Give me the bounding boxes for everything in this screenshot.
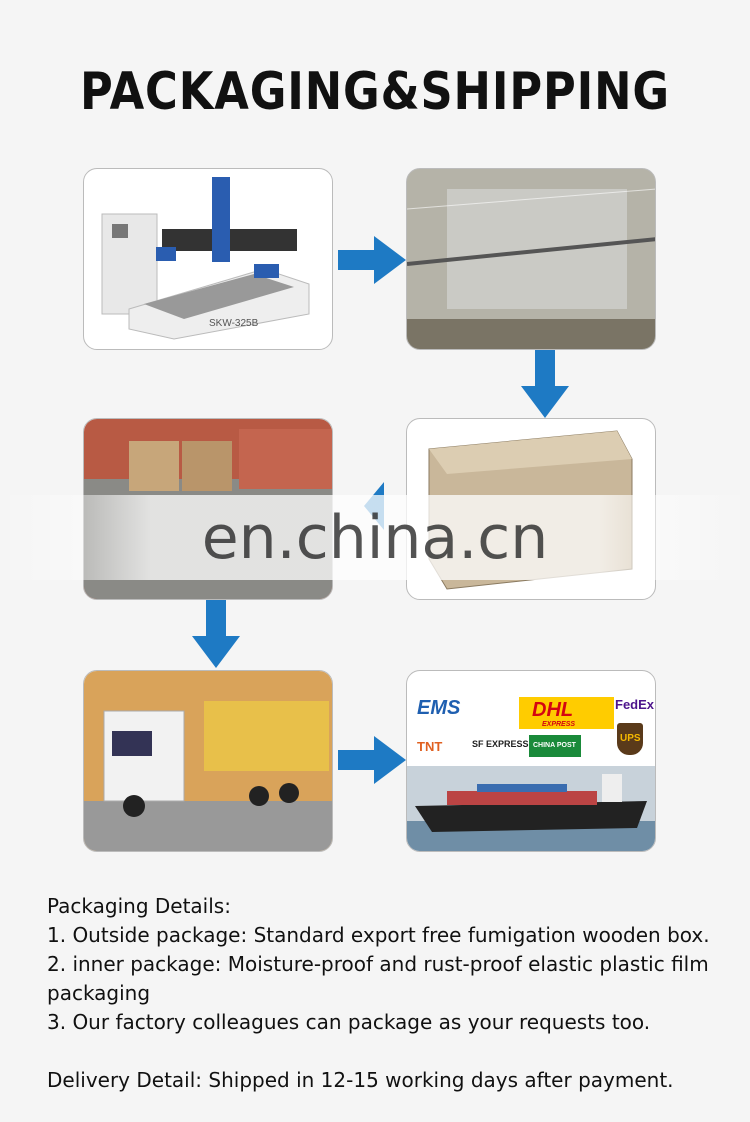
details-text: Packaging Details: 1. Outside package: S…	[47, 892, 737, 1095]
sf-express-logo: SF EXPRESS	[472, 739, 529, 749]
delivery-detail-heading: Delivery Detail	[47, 1068, 196, 1092]
page-title: PACKAGING&SHIPPING	[80, 62, 670, 122]
ems-logo: EMS	[417, 697, 461, 719]
delivery-detail-text: Shipped in 12-15 working days after paym…	[208, 1068, 674, 1092]
dhl-logo: DHL	[532, 699, 574, 721]
detail-line: 1. Outside package: Standard export free…	[47, 923, 710, 947]
couriers-and-ship-photo: EMS DHL EXPRESS FedEx TNT SF EXPRESS CHI…	[406, 670, 656, 852]
watermark-band	[0, 495, 750, 580]
arrow-right-icon	[338, 236, 406, 284]
film-wrapped-machine-photo	[406, 168, 656, 350]
ups-logo: UPS	[620, 733, 641, 744]
fedex-logo: FedEx	[615, 697, 655, 712]
tnt-logo: TNT	[417, 739, 443, 754]
dhl-express-label: EXPRESS	[542, 721, 576, 728]
arrow-right-icon	[338, 736, 406, 784]
china-post-logo: CHINA POST	[533, 742, 576, 749]
packaging-details-heading: Packaging Details	[47, 894, 225, 918]
detail-line: 3. Our factory colleagues can package as…	[47, 1010, 651, 1034]
machine-photo: SKW-325B	[83, 168, 333, 350]
machine-model-label: SKW-325B	[209, 318, 259, 329]
container-truck-photo	[83, 670, 333, 852]
arrow-down-icon	[521, 350, 569, 418]
watermark: en.china.cn	[201, 503, 549, 573]
detail-line: 2. inner package: Moisture-proof and rus…	[47, 952, 709, 1005]
arrow-down-icon	[192, 600, 240, 668]
